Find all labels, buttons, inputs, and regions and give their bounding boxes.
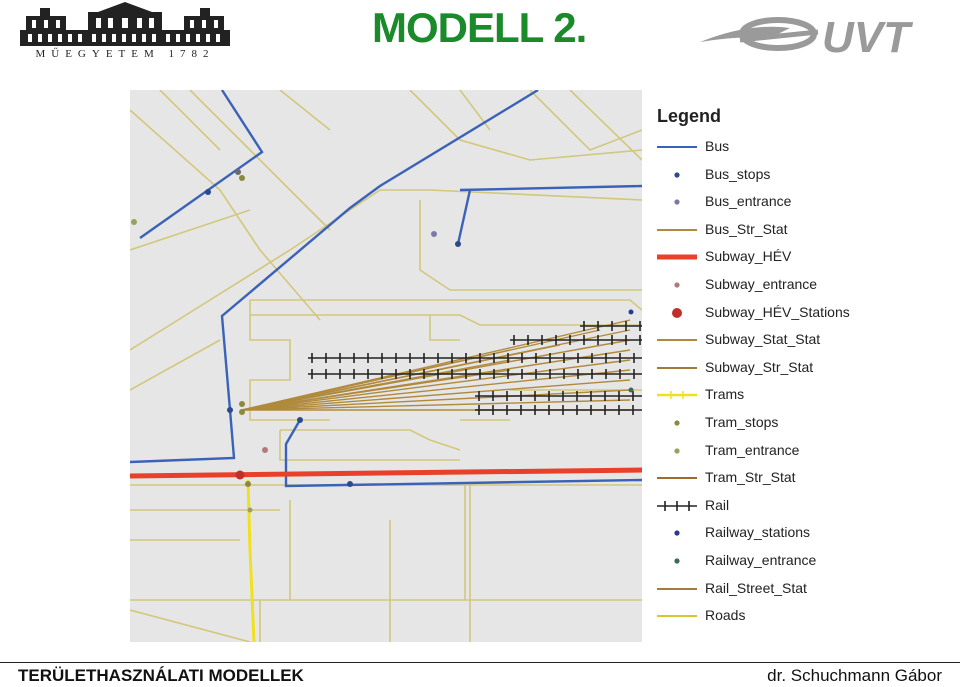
bus-entrance (235, 169, 241, 175)
legend-item: Railway_entrance (657, 550, 937, 572)
legend-label: Roads (705, 607, 746, 624)
legend-label: Subway_Str_Stat (705, 358, 814, 375)
legend-label: Bus_entrance (705, 193, 792, 210)
legend-symbol-icon (657, 254, 697, 260)
bus-stop (205, 189, 211, 195)
legend-label: Subway_Stat_Stat (705, 331, 821, 348)
legend-label: Railway_stations (705, 524, 811, 541)
legend-symbol-icon (657, 366, 697, 369)
tram-layer (246, 479, 256, 642)
legend-item: Bus (657, 136, 937, 158)
legend-symbol-icon (674, 282, 680, 288)
legend-label: Tram_Str_Stat (705, 469, 796, 486)
uvt-swoosh-icon: UVT (700, 13, 913, 62)
legend-item: Tram_entrance (657, 440, 937, 462)
bus-layer (130, 90, 642, 488)
legend-item: Subway_Stat_Stat (657, 329, 937, 351)
legend-item: Subway_entrance (657, 274, 937, 296)
legend-label: Rail (705, 496, 730, 513)
bus-entrance (239, 175, 245, 181)
rail-layer (308, 325, 642, 411)
legend-symbol-icon (674, 199, 680, 205)
tram-stop (239, 409, 245, 415)
railway-station (628, 309, 634, 315)
legend-label: Tram_stops (705, 414, 779, 430)
legend-symbol-icon (657, 477, 697, 480)
legend-label: Subway_entrance (705, 276, 818, 292)
roads-layer (130, 90, 642, 642)
subway-layer (130, 467, 642, 479)
legend-symbol-icon (674, 171, 680, 178)
map-canvas (130, 90, 642, 642)
bus-stop (297, 417, 303, 423)
subway-hev-station (235, 470, 245, 480)
legend-title: Legend (657, 106, 722, 126)
legend-item: Subway_HÉV_Stations (657, 302, 937, 324)
legend-label: Bus (705, 138, 730, 154)
legend-label: Railway_entrance (705, 552, 817, 568)
legend-label: Trams (705, 386, 745, 403)
bme-logo: MŰEGYETEM 1782 (18, 2, 232, 64)
legend-symbol-icon (657, 146, 697, 148)
legend-label: Bus_Str_Stat (705, 220, 788, 237)
legend-symbol-icon (674, 558, 680, 564)
tram-stop (239, 401, 245, 407)
legend-label: Subway_HÉV_Stations (705, 303, 850, 320)
legend-item: Bus_stops (657, 164, 937, 186)
legend-item: Roads (657, 605, 937, 627)
legend-item: Rail_Street_Stat (657, 578, 937, 600)
tram-stop (245, 481, 251, 487)
legend-symbol-icon (657, 587, 697, 590)
legend-item: Bus_entrance (657, 191, 937, 213)
legend-item: Rail (657, 495, 937, 517)
legend-label: Subway_HÉV (705, 248, 792, 265)
transfer-lines-layer (241, 319, 631, 411)
legend-item: Railway_stations (657, 522, 937, 544)
subway-entrance (262, 447, 268, 453)
legend-symbol-icon (657, 391, 697, 400)
legend-symbol-icon (657, 615, 697, 618)
legend-item: Bus_Str_Stat (657, 219, 937, 241)
bus-stop (227, 407, 233, 413)
tram-entrance (131, 219, 137, 225)
stops-layer (131, 169, 634, 513)
legend-symbol-icon (672, 307, 682, 318)
legend-label: Tram_entrance (705, 441, 800, 458)
slide-title: MODELL 2. (372, 4, 587, 51)
uvt-logo-text: UVT (822, 13, 913, 60)
legend-label: Bus_stops (705, 165, 771, 182)
bus-stop (347, 481, 353, 487)
transport-network-map (130, 90, 642, 642)
legend-item: Trams (657, 384, 937, 406)
legend-symbol-icon (674, 530, 680, 536)
logo-caption: MŰEGYETEM 1782 (35, 48, 215, 60)
legend-item: Tram_Str_Stat (657, 467, 937, 489)
legend-symbol-icon (657, 500, 697, 511)
railway-entrance (628, 387, 634, 393)
bus-entrance (431, 231, 437, 237)
tram-entrance (247, 507, 253, 513)
legend-symbol-icon (674, 420, 680, 426)
legend-symbol-icon (657, 339, 697, 342)
legend-item: Subway_Str_Stat (657, 357, 937, 379)
legend-label: Rail_Street_Stat (705, 579, 807, 596)
legend-symbol-icon (657, 228, 697, 231)
footer-course-title: TERÜLETHASZNÁLATI MODELLEK (18, 666, 304, 685)
legend-item: Tram_stops (657, 412, 937, 434)
university-building-icon (20, 2, 230, 46)
uvt-logo: UVT (700, 10, 930, 62)
bus-stop (455, 241, 461, 247)
footer-divider (0, 662, 960, 663)
footer-author: dr. Schuchmann Gábor (767, 666, 942, 685)
legend-item: Subway_HÉV (657, 246, 937, 268)
rail-ticks (311, 321, 641, 415)
legend-symbol-icon (674, 447, 680, 454)
